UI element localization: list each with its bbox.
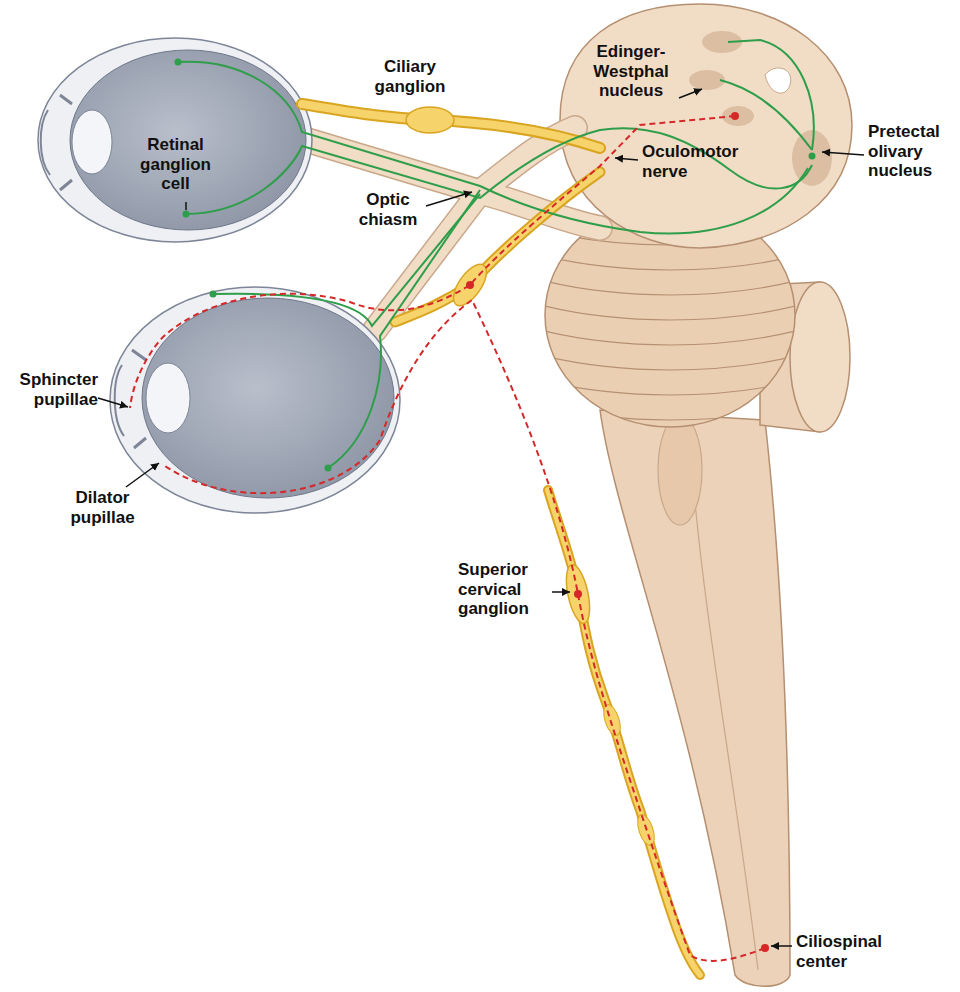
oculomotor-nerve bbox=[302, 104, 600, 148]
neuron-soma bbox=[183, 211, 190, 218]
midbrain bbox=[792, 130, 832, 186]
anatomy-label: Edinger-Westphal nucleus bbox=[585, 42, 677, 101]
ciliary-ganglion bbox=[406, 107, 454, 133]
midbrain bbox=[560, 4, 852, 248]
sympathetic-trunk bbox=[548, 490, 700, 975]
pons bbox=[540, 230, 800, 420]
neuron-soma bbox=[175, 59, 816, 472]
sympathetic-trunk bbox=[562, 563, 594, 626]
efferent-pathway bbox=[130, 116, 765, 961]
midbrain bbox=[765, 68, 791, 93]
midbrain bbox=[689, 70, 725, 90]
sympathetic-trunk bbox=[548, 490, 700, 975]
anatomy-label: Retinal ganglion cell bbox=[128, 135, 223, 194]
leader-line bbox=[552, 591, 570, 593]
neuron-soma bbox=[466, 112, 769, 952]
neuron-soma bbox=[210, 291, 217, 298]
afferent-pathway bbox=[213, 194, 480, 326]
efferent-pathway bbox=[165, 300, 765, 961]
eyeball bbox=[110, 287, 400, 513]
leader-line bbox=[126, 463, 159, 487]
anatomy-label: Sphincter pupillae bbox=[2, 370, 98, 409]
afferent-pathway bbox=[178, 40, 814, 468]
neuron-soma bbox=[809, 153, 816, 160]
neuron-soma bbox=[731, 112, 739, 120]
eyeball bbox=[38, 38, 312, 242]
eyeball bbox=[70, 50, 306, 230]
medulla-spinal-cord bbox=[658, 415, 702, 525]
eyeball bbox=[41, 110, 50, 175]
anatomy-label: Ciliary ganglion bbox=[360, 57, 460, 96]
leader-line bbox=[426, 192, 472, 206]
pons bbox=[540, 355, 800, 370]
midbrain bbox=[722, 106, 754, 126]
anatomy-label: Oculomotor nerve bbox=[642, 142, 767, 181]
leader-line bbox=[98, 398, 128, 407]
pons bbox=[540, 305, 800, 320]
pons bbox=[540, 280, 800, 295]
leader-line bbox=[615, 158, 638, 160]
medulla-spinal-cord bbox=[600, 410, 790, 986]
medulla-spinal-cord bbox=[600, 410, 790, 986]
afferent-pathway bbox=[186, 128, 812, 214]
anatomy-label: Optic chiasm bbox=[348, 190, 428, 229]
eyeball bbox=[142, 298, 394, 498]
leader-line bbox=[98, 89, 864, 946]
afferent-pathway bbox=[720, 80, 812, 150]
afferent-pathway bbox=[728, 40, 814, 150]
anatomy-label: Superior cervical ganglion bbox=[458, 560, 550, 619]
eyeball bbox=[60, 95, 72, 190]
neuron-soma bbox=[325, 465, 332, 472]
neuron-soma bbox=[466, 281, 474, 289]
oculomotor-nerve bbox=[302, 104, 600, 148]
afferent-pathway bbox=[178, 62, 808, 234]
oculomotor-nerve bbox=[302, 104, 600, 322]
neuron-soma bbox=[574, 590, 582, 598]
cerebellar-peduncle bbox=[790, 282, 850, 432]
sympathetic-trunk bbox=[600, 703, 623, 738]
pons bbox=[540, 330, 800, 345]
eyeball bbox=[146, 363, 190, 433]
leader-line bbox=[822, 152, 864, 155]
anatomy-label: Dilator pupillae bbox=[55, 488, 150, 527]
pons bbox=[540, 405, 800, 420]
eyeball bbox=[132, 350, 146, 448]
pons bbox=[540, 255, 800, 270]
afferent-pathway bbox=[328, 190, 480, 468]
leader-line bbox=[771, 945, 792, 947]
eyeball bbox=[72, 110, 112, 174]
eyeball bbox=[115, 365, 124, 436]
midbrain bbox=[560, 4, 852, 248]
neuron-soma bbox=[175, 59, 182, 66]
pons bbox=[540, 380, 800, 395]
anatomy-label: Pretectal olivary nucleus bbox=[868, 122, 956, 181]
eyeball bbox=[38, 38, 312, 242]
medulla-spinal-cord bbox=[690, 440, 758, 970]
optic-pathway bbox=[300, 138, 480, 192]
neuron-soma bbox=[761, 944, 769, 952]
leader-line bbox=[185, 202, 187, 210]
optic-pathway bbox=[300, 138, 480, 192]
sympathetic-trunk bbox=[548, 490, 700, 975]
eyeball bbox=[110, 287, 400, 513]
anatomy-label: Ciliospinal center bbox=[796, 932, 911, 971]
leader-line bbox=[679, 89, 702, 98]
